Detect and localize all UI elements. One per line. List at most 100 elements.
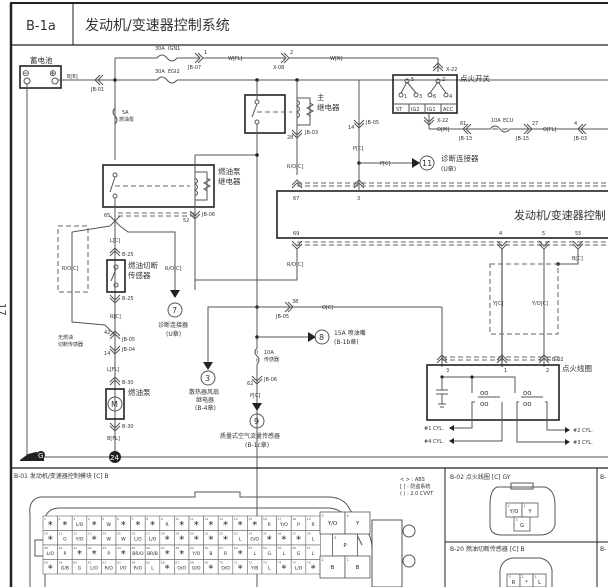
pin-number: 35	[263, 532, 267, 536]
ref-11-num: 11	[422, 159, 432, 168]
ign-pin: 6	[433, 94, 436, 100]
battery-term-pos	[51, 77, 59, 85]
pin-number: 71	[234, 561, 238, 565]
coil-pin-1: 1	[504, 368, 507, 374]
connector-65-icon	[109, 215, 121, 227]
connector-jb06-52-icon	[189, 210, 201, 220]
legend-abs: < > : ABS	[400, 477, 425, 483]
ref-3-line3: (B-4章)	[195, 404, 216, 412]
connector-b30b-icon	[109, 422, 121, 432]
ign-pin: 4	[449, 94, 452, 100]
ref-7-line1: 诊断连接器	[158, 321, 188, 329]
no-fuel-cut-label1: 无燃油	[58, 334, 73, 341]
ref-11-line2: (U章)	[441, 165, 456, 173]
ref-7-circle	[167, 302, 183, 318]
pin-value: P	[107, 551, 110, 557]
pin-value: Y/O	[509, 509, 519, 515]
jb05-42-label: JB-05	[121, 337, 135, 343]
pin-number: 7	[132, 517, 134, 521]
pin-number: 11	[190, 517, 194, 521]
ign-col-ig1: IG1	[427, 107, 436, 113]
arrow-icon	[412, 158, 420, 168]
pin-number: 59	[59, 561, 63, 565]
pin-number: 1	[44, 517, 46, 521]
pin-number: 76	[307, 561, 311, 565]
pin-value: BR/B	[147, 551, 158, 557]
fuse-ecu-rating: 10A	[491, 118, 501, 124]
ref-7-num: 7	[172, 306, 177, 315]
jb05-42-pin: 42	[104, 330, 110, 336]
pin-value: *	[194, 520, 199, 531]
pin-number: 75	[292, 561, 296, 565]
pin-number: 44	[117, 546, 121, 550]
wire-pc1-label: P[C]	[353, 146, 363, 152]
ign-pin: 2	[442, 77, 445, 83]
fuse-egi2-name: EGI2	[168, 69, 180, 75]
fuel-pump-box	[105, 388, 125, 420]
fuel-cut-sensor-box	[106, 259, 126, 293]
pin-value: L/O	[134, 537, 142, 543]
pin-number: 37	[292, 532, 296, 536]
no-fuel-cut-box	[57, 225, 89, 293]
pin-number: 20	[44, 532, 48, 536]
connector-jb04-icon	[109, 345, 121, 355]
pin-value: P	[297, 522, 300, 528]
cyl4-label: #4 CYL.	[424, 439, 444, 445]
pin-value: O/O	[221, 566, 230, 572]
ground-point-24	[109, 451, 121, 463]
pin-value: I/O	[120, 566, 127, 572]
coil2-icon: oo	[523, 389, 532, 397]
pin-number: 2	[59, 517, 61, 521]
pin-number: 23	[88, 532, 92, 536]
pin-value: G	[268, 551, 272, 557]
ref-3-circle	[200, 370, 216, 386]
connector-coil3-icon	[436, 354, 448, 364]
pump-relay-label1: 燃油泵	[218, 166, 241, 176]
pin-value: R	[166, 522, 169, 528]
arrow-icon	[308, 332, 316, 342]
junction-dot	[255, 153, 259, 157]
pin-number: 4	[88, 517, 90, 521]
relay-resistor-loop	[195, 171, 208, 201]
b02-housing	[489, 486, 556, 536]
pin-number: 3	[73, 517, 75, 521]
pin-number: 33	[234, 532, 238, 536]
pin-value: *	[311, 564, 316, 575]
jb04-14-label: JB-04	[121, 347, 135, 353]
legend-immobilizer: [ ] : 防盗系统	[400, 483, 430, 490]
relay-contact	[254, 99, 260, 105]
b20-pin-grid: 3R2*1L	[506, 573, 547, 587]
pin-value: *	[77, 549, 82, 560]
ref-8-num: 8	[319, 333, 324, 342]
arrow-icon	[170, 290, 180, 298]
wire-bypass	[71, 225, 116, 336]
fuse-sensor-icon	[254, 347, 260, 365]
ecm-pin-69: 69	[293, 231, 299, 237]
b20-pin-cell	[532, 573, 547, 587]
connector-jb05-14-icon	[353, 119, 365, 129]
pin-value: *	[48, 520, 53, 531]
pin-value: L	[283, 551, 286, 557]
ref-3-line2: 继电器	[196, 396, 214, 404]
b01-title: B-01 发动机/变速器控制模块 [C] B	[14, 472, 109, 480]
pin-number: 2	[522, 575, 524, 579]
legend-cvvt: ( ) : 2.0 CVVT	[400, 491, 434, 497]
pin-value: *	[179, 549, 184, 560]
jb03-pin: 4	[574, 121, 577, 127]
ground-badge	[37, 451, 45, 459]
mount-hole-icon	[402, 554, 416, 568]
b25b-label: B-25	[122, 296, 134, 302]
pin-number: 24	[102, 532, 106, 536]
pin-number: 45	[132, 546, 136, 550]
jb15-label: JB-15	[515, 136, 529, 142]
connector-67-icon	[291, 179, 303, 189]
pin-number: 12	[205, 517, 209, 521]
fuse-egi2-icon	[156, 76, 178, 84]
pin-value: L/O	[90, 566, 98, 572]
pin-number: 41	[73, 546, 77, 550]
pin-number: 28	[161, 532, 165, 536]
pin-value: *	[252, 520, 257, 531]
ref-3-line1: 散热器风扇	[189, 388, 219, 396]
pin-number: 26	[132, 532, 136, 536]
wire-pc2-label: P[C]	[380, 161, 390, 167]
